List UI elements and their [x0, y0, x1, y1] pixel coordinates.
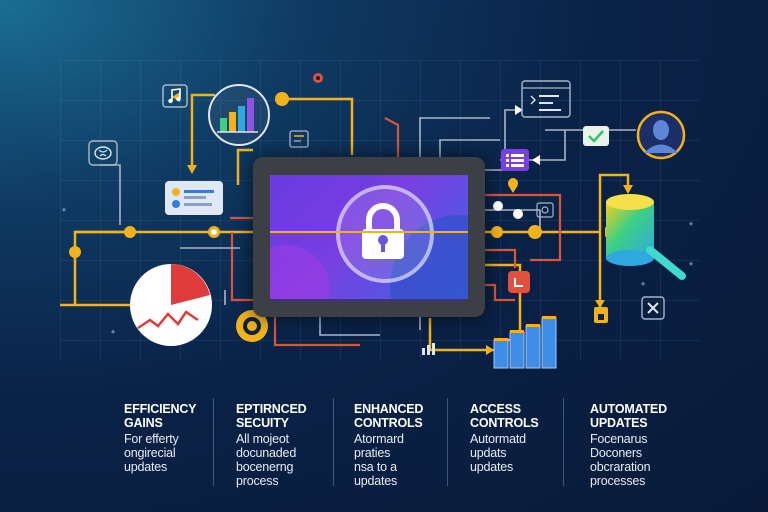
feature-title: EPTIRNCED SECUITY — [236, 402, 307, 430]
brain-icon — [88, 140, 118, 166]
screen-display — [270, 175, 468, 299]
feature-description: Focenarus Doconers obcraration processes — [590, 432, 651, 488]
profile-card-icon — [165, 181, 223, 215]
code-window-icon — [521, 80, 571, 118]
pie-chart-icon — [130, 264, 212, 346]
column-divider — [563, 398, 564, 486]
gear-icon — [313, 73, 323, 83]
padlock-ring — [336, 185, 434, 283]
padlock-icon — [362, 203, 404, 259]
list-icon — [501, 149, 529, 171]
screen-scan-line — [270, 231, 468, 233]
column-divider — [213, 398, 214, 486]
tag-icon — [508, 271, 530, 293]
column-divider — [333, 398, 334, 486]
image-icon — [536, 202, 554, 218]
feature-title: EFFICIENCY GAINS — [124, 402, 197, 430]
blue-bar-chart-icon — [493, 316, 557, 369]
feature-description: Atormard praties nsa to a updates — [354, 432, 404, 488]
feature-description: All mojeot docunaded bocenerng process — [236, 432, 297, 488]
feature-title: ENHANCED CONTROLS — [354, 402, 424, 430]
magnifier-icon — [646, 246, 686, 280]
feature-title: AUTOMATED UPDATES — [590, 402, 667, 430]
database-icon — [606, 194, 686, 280]
gear-icon — [236, 310, 268, 342]
close-icon — [641, 296, 665, 320]
feature-title: ACCESS CONTROLS — [470, 402, 539, 430]
feature-description: For efferty ongirecial updates — [124, 432, 179, 474]
music-note-icon — [162, 84, 188, 108]
feature-description: Autormatd updats updates — [470, 432, 526, 474]
small-lock-icon — [594, 307, 608, 323]
document-icon — [289, 130, 309, 148]
bar-chart-icon — [208, 84, 270, 146]
checkmark-icon — [583, 126, 609, 146]
security-screen — [253, 157, 485, 317]
mini-chart-icon — [422, 343, 435, 355]
user-avatar-icon — [636, 110, 686, 160]
column-divider — [447, 398, 448, 486]
